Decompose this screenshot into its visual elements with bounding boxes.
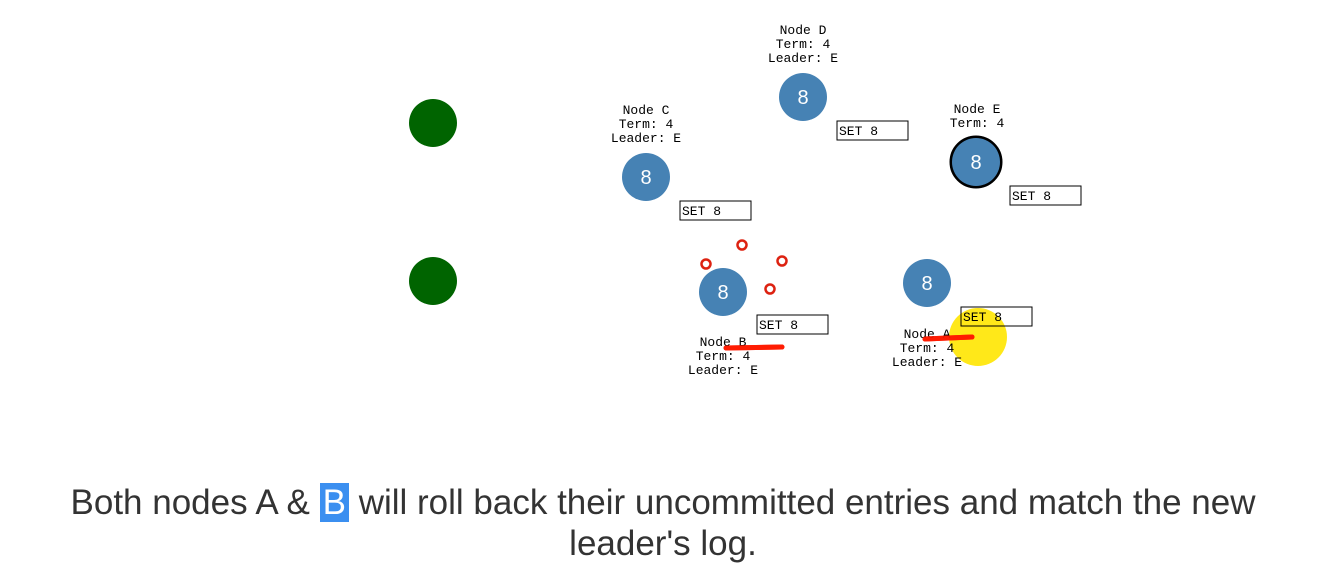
client-node bbox=[409, 257, 457, 305]
log-entry-box bbox=[1009, 185, 1082, 206]
node-circle[interactable] bbox=[952, 138, 1000, 186]
node-value: 8 bbox=[921, 273, 932, 295]
log-entry-text: SET 8 bbox=[1012, 189, 1051, 204]
annotation-stroke bbox=[723, 344, 785, 351]
node-circle[interactable] bbox=[903, 259, 951, 307]
node-circle[interactable] bbox=[779, 73, 827, 121]
log-entry-box bbox=[836, 120, 909, 141]
node-circle[interactable] bbox=[699, 268, 747, 316]
caption-highlight: B bbox=[319, 483, 349, 522]
highlighter-mark bbox=[949, 308, 1007, 366]
caption-line-2: leader's log. bbox=[569, 524, 757, 563]
message-dot bbox=[776, 255, 788, 267]
log-entry-text: SET 8 bbox=[839, 124, 878, 139]
log-entry-text: SET 8 bbox=[759, 318, 798, 333]
message-dot bbox=[764, 283, 776, 295]
client-node bbox=[409, 99, 457, 147]
node-value: 8 bbox=[640, 167, 651, 189]
log-entry-text: SET 8 bbox=[682, 204, 721, 219]
annotation-stroke bbox=[922, 334, 975, 342]
caption-text-end: will roll back their uncommitted entries… bbox=[348, 483, 1256, 522]
message-dot bbox=[736, 239, 748, 251]
node-value: 8 bbox=[970, 152, 981, 174]
log-entry-box bbox=[679, 200, 752, 221]
message-dot bbox=[700, 258, 712, 270]
log-entry-box bbox=[960, 306, 1033, 327]
log-entry-box bbox=[756, 314, 829, 335]
node-circle[interactable] bbox=[622, 153, 670, 201]
node-value: 8 bbox=[717, 282, 728, 304]
node-value: 8 bbox=[797, 87, 808, 109]
caption: Both nodes A & B will roll back their un… bbox=[0, 482, 1326, 564]
log-entry-text: SET 8 bbox=[963, 310, 1002, 325]
caption-text-start: Both nodes A & bbox=[70, 483, 320, 522]
annotation-overlay bbox=[723, 334, 975, 351]
